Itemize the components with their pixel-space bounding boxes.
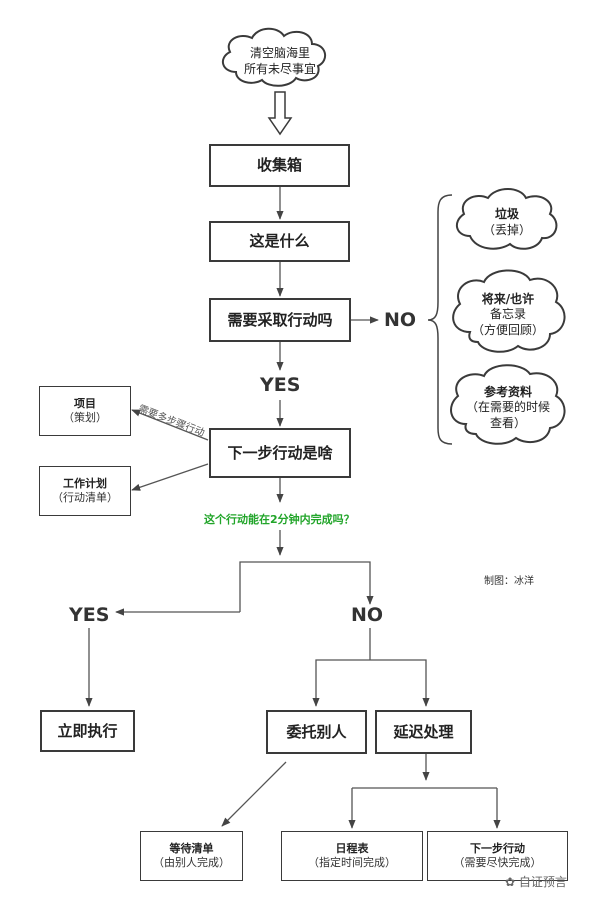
watermark-icon: ✿ [505, 875, 516, 889]
credit-label: 制图：冰洋 [484, 576, 534, 587]
defer-box: 延迟处理 [375, 710, 472, 754]
watermark-text: 自证预言 [518, 875, 567, 889]
calendar-sub: （指定时间完成） [308, 856, 396, 869]
actionable-label: 需要采取行动吗 [227, 310, 333, 329]
reference-cloud-shape [450, 364, 566, 445]
waiting-sub: （由别人完成） [153, 856, 230, 869]
work-plan-title: 工作计划 [63, 477, 107, 491]
next-action-box: 下一步行动是啥 [209, 428, 351, 478]
arrow-no-to-delegate [312, 659, 370, 707]
calendar-box: 日程表 （指定时间完成） [281, 831, 423, 881]
waiting-box: 等待清单 （由别人完成） [140, 831, 243, 881]
what-is-it-box: 这是什么 [209, 221, 350, 262]
two-minute-no-label: NO [351, 604, 384, 626]
project-title: 项目 [74, 397, 96, 411]
reference-title: 参考资料 [483, 384, 532, 399]
project-box: 项目 （策划） [39, 386, 131, 436]
someday-line2: （方便回顾） [471, 322, 544, 337]
start-cloud-text: 清空脑海里 所有未尽事宜 [226, 40, 334, 84]
inbox-box: 收集箱 [209, 144, 350, 187]
curly-brace [427, 194, 453, 445]
two-minute-yes-label: YES [69, 604, 110, 626]
next-actions-box: 下一步行动 （需要尽快完成） [427, 831, 568, 881]
hollow-down-arrow [267, 91, 293, 136]
waiting-title: 等待清单 [169, 842, 214, 856]
start-cloud-line1: 清空脑海里 [249, 46, 310, 61]
reference-line1: （在需要的时候 [465, 400, 550, 415]
arrow-delegate-to-waiting [221, 761, 287, 827]
delegate-box: 委托别人 [266, 710, 367, 754]
next-actions-title: 下一步行动 [470, 842, 525, 856]
someday-cloud-shape [452, 269, 566, 353]
delegate-label: 委托别人 [286, 722, 347, 741]
trash-sub: （丢掉） [482, 223, 531, 237]
reference-cloud-text: 参考资料 （在需要的时候 查看） [456, 380, 560, 436]
actionable-yes-label: YES [260, 374, 301, 396]
two-minute-question: 这个行动能在2分钟内完成吗？ [204, 513, 355, 526]
start-cloud-shape [221, 27, 327, 87]
trash-cloud-text: 垃圾 （丢掉） [464, 202, 550, 244]
actionable-box: 需要采取行动吗 [209, 298, 351, 342]
actionable-no-label: NO [384, 309, 417, 331]
arrow-next-to-workplan [131, 463, 209, 491]
next-actions-sub: （需要尽快完成） [453, 856, 542, 869]
work-plan-box: 工作计划 （行动清单） [39, 466, 131, 516]
next-action-label: 下一步行动是啥 [227, 443, 333, 462]
do-now-box: 立即执行 [40, 710, 135, 752]
what-is-it-label: 这是什么 [249, 232, 310, 251]
reference-line2: 查看） [489, 415, 526, 430]
branch-two-minute [239, 561, 374, 612]
work-plan-sub: （行动清单） [52, 491, 118, 504]
trash-title: 垃圾 [494, 207, 519, 222]
defer-label: 延迟处理 [393, 722, 454, 741]
inbox-label: 收集箱 [256, 156, 302, 175]
trash-cloud-shape [455, 188, 558, 250]
project-sub: （策划） [63, 411, 107, 424]
someday-cloud-text: 将来/也许 备忘录 （方便回顾） [462, 286, 554, 344]
someday-title: 将来/也许 [481, 291, 535, 306]
start-cloud-line2: 所有未尽事宜 [243, 62, 316, 76]
someday-line1: 备忘录 [489, 307, 526, 322]
do-now-label: 立即执行 [57, 721, 118, 740]
watermark: ✿ 自证预言 [505, 873, 567, 890]
arrow-no-to-defer [370, 659, 430, 707]
arrow-next-to-project [131, 409, 209, 441]
calendar-title: 日程表 [335, 842, 369, 856]
